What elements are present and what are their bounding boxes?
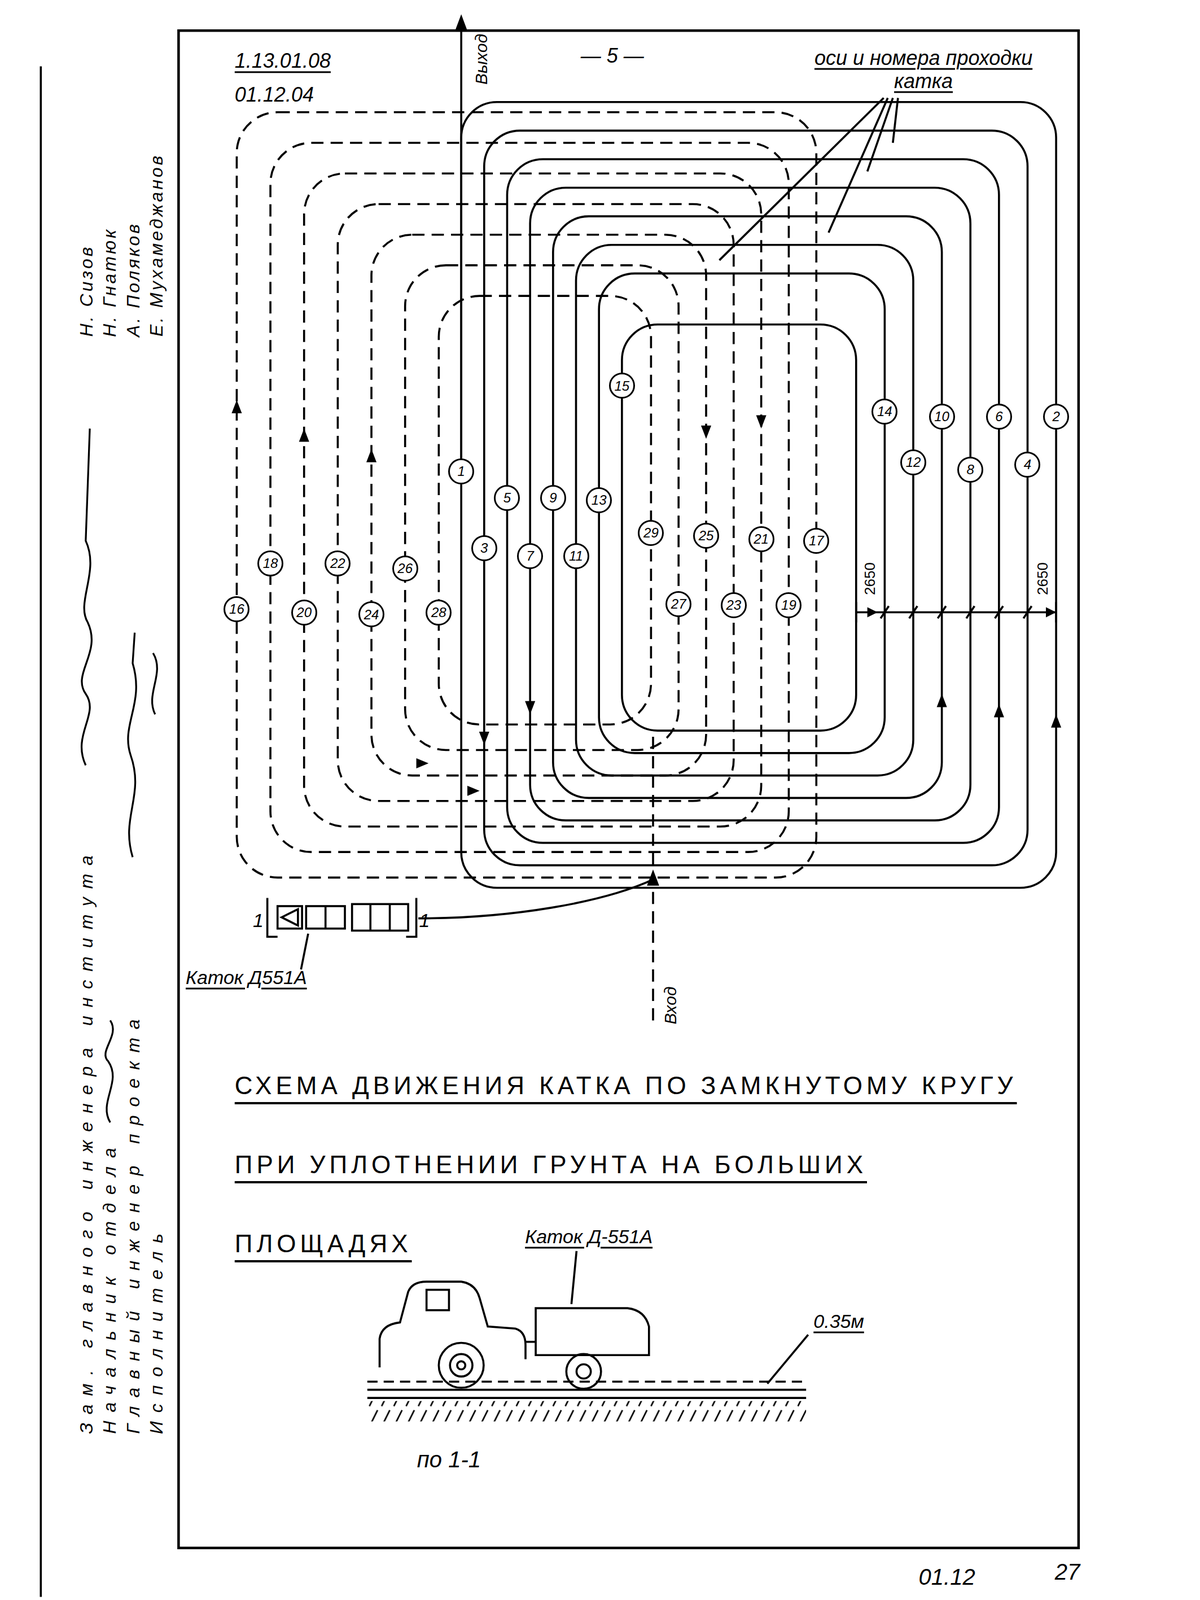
callout-number: 19: [775, 592, 802, 619]
callout-number: 10: [929, 403, 956, 430]
callout-number: 16: [223, 596, 250, 623]
dimension: 2650: [861, 560, 879, 597]
signature-name: А. Поляков: [123, 221, 144, 337]
callout-number: 21: [748, 526, 775, 553]
signature-name: Н. Гнатюк: [100, 227, 121, 337]
solid-passes: [461, 102, 1057, 888]
sheet-code: 01.12: [918, 1563, 976, 1590]
callout-number: 13: [585, 487, 612, 514]
sheet-code: 1.13.01.08: [234, 49, 331, 73]
section-mark: 1: [252, 909, 264, 932]
entry-path: [418, 879, 654, 919]
roller-plan: [267, 898, 417, 937]
callout-number: 25: [693, 522, 720, 549]
margin-line: [40, 66, 43, 1597]
callout-number: 23: [720, 592, 747, 619]
callout-number: 26: [392, 555, 419, 582]
exit-line: [460, 22, 463, 460]
callout-number: 6: [986, 403, 1013, 430]
dashed-passes: [236, 112, 817, 1021]
section-label: по 1-1: [417, 1446, 481, 1473]
callout-number: 14: [871, 398, 898, 425]
callout-number: 7: [517, 542, 543, 569]
dimension: 0.35м: [813, 1310, 864, 1333]
sheet-frame: [178, 30, 1079, 1548]
signature-role: Главный инженер проекта: [123, 1010, 144, 1434]
drawing-title: СХЕМА ДВИЖЕНИЯ КАТКА ПО ЗАМКНУТОМУ КРУГУ…: [234, 1045, 1026, 1283]
callout-number: 29: [637, 519, 664, 546]
callout-number: 3: [471, 535, 498, 562]
callout-number: 8: [957, 456, 984, 483]
callout-number: 5: [493, 484, 520, 511]
callout-number: 24: [358, 601, 385, 628]
signature-role: Исполнитель: [147, 1224, 168, 1434]
callout-number: 18: [257, 550, 284, 577]
exit-label: Выход: [471, 32, 492, 87]
sheet-date: 01.12.04: [234, 82, 314, 107]
signature-name: Н. Сизов: [76, 244, 97, 337]
callout-number: 27: [665, 590, 692, 617]
roller-label: Каток Д-551А: [524, 1225, 653, 1248]
section-mark: 1: [419, 909, 431, 932]
roller-elevation: [367, 1281, 807, 1422]
callout-number: 12: [900, 449, 927, 476]
callout-number: 15: [609, 372, 635, 399]
callout-number: 20: [291, 599, 318, 626]
page-number: — 5 —: [580, 44, 645, 68]
callout-number: 9: [540, 484, 567, 511]
entry-label: Вход: [660, 984, 681, 1026]
callout-number: 11: [563, 542, 590, 569]
signature-role: Зам. главного инженера института: [76, 846, 97, 1434]
callout-number: 1: [448, 458, 475, 485]
callout-number: 2: [1043, 403, 1070, 430]
direction-arrows: [231, 14, 1062, 886]
leader-lines: [300, 98, 899, 1384]
callout-number: 17: [803, 527, 830, 554]
callout-number: 28: [425, 599, 452, 626]
signature-name: Е. Мухамеджанов: [147, 153, 168, 337]
leader-note: оси и номера проходки катка: [804, 46, 1042, 94]
dimension: 2650: [1034, 560, 1052, 597]
callout-number: 22: [324, 550, 351, 577]
sheet-number: 27: [1054, 1558, 1081, 1585]
roller-label: Каток Д551А: [185, 966, 308, 989]
callout-number: 4: [1014, 451, 1041, 478]
dimension-line: [856, 601, 1057, 623]
signature-role: Начальник отдела: [100, 1139, 121, 1434]
